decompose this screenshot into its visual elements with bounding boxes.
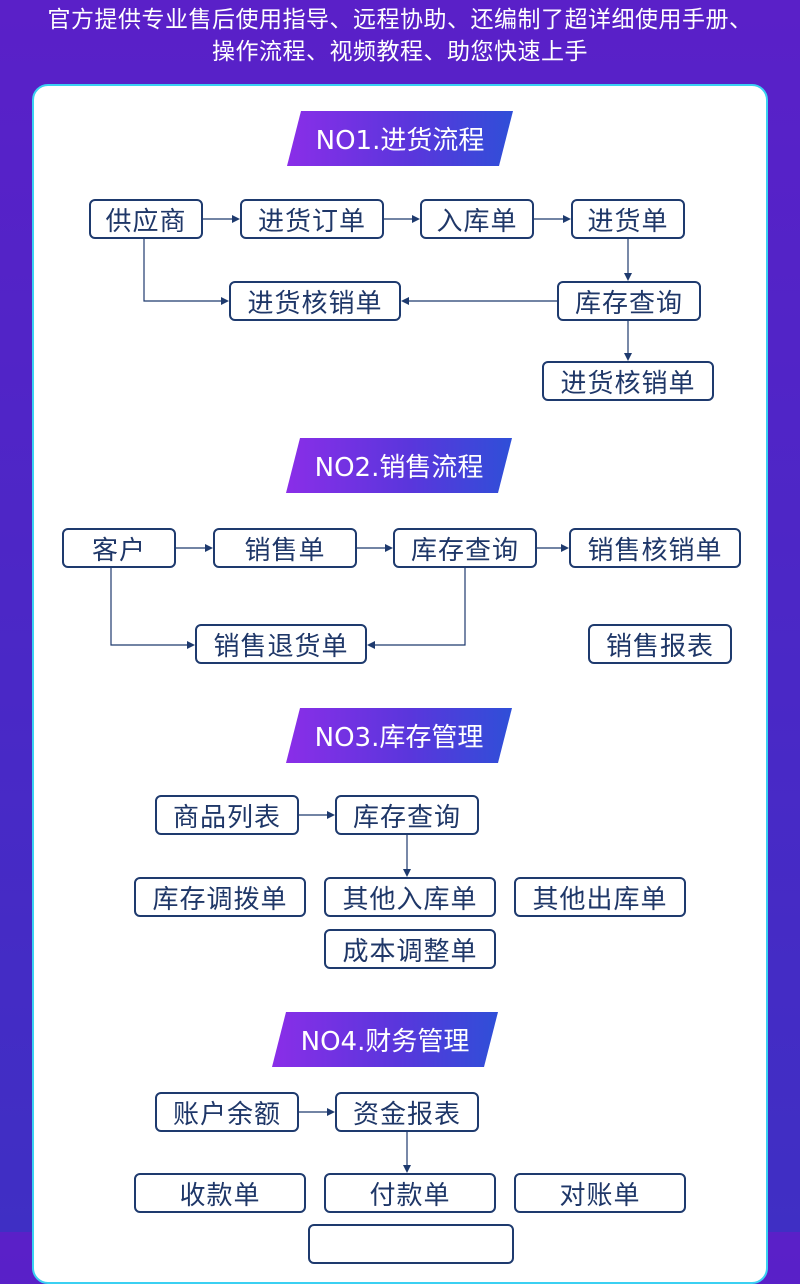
node-inbound-order: 入库单 <box>420 199 534 239</box>
node-account-balance: 账户余额 <box>155 1092 299 1132</box>
node-receipt: 收款单 <box>134 1173 306 1213</box>
node-reconciliation: 对账单 <box>514 1173 686 1213</box>
node-inventory-query-1: 库存查询 <box>557 281 701 321</box>
intro-line-2: 操作流程、视频教程、助您快速上手 <box>212 39 588 65</box>
node-purchase-writeoff-2: 进货核销单 <box>542 361 714 401</box>
node-sales-order: 销售单 <box>213 528 357 568</box>
node-sales-writeoff: 销售核销单 <box>569 528 741 568</box>
node-product-list: 商品列表 <box>155 795 299 835</box>
node-inventory-query-2: 库存查询 <box>393 528 537 568</box>
node-fund-report: 资金报表 <box>335 1092 479 1132</box>
intro-line-1: 官方提供专业售后使用指导、远程协助、还编制了超详细使用手册、 <box>47 7 753 33</box>
node-payment: 付款单 <box>324 1173 496 1213</box>
node-sales-report: 销售报表 <box>588 624 732 664</box>
node-purchase-writeoff-1: 进货核销单 <box>229 281 401 321</box>
node-inventory-query-3: 库存查询 <box>335 795 479 835</box>
node-cost-adjust: 成本调整单 <box>324 929 496 969</box>
node-sales-return: 销售退货单 <box>195 624 367 664</box>
node-purchase-receipt: 进货单 <box>571 199 685 239</box>
node-purchase-order: 进货订单 <box>240 199 384 239</box>
section-title-purchase: NO1.进货流程 <box>287 111 513 166</box>
node-supplier: 供应商 <box>89 199 203 239</box>
node-cut-off <box>308 1224 514 1264</box>
node-other-outbound: 其他出库单 <box>514 877 686 917</box>
intro-text: 官方提供专业售后使用指导、远程协助、还编制了超详细使用手册、 操作流程、视频教程… <box>0 4 800 68</box>
node-transfer-order: 库存调拨单 <box>134 877 306 917</box>
section-title-finance: NO4.财务管理 <box>272 1012 498 1067</box>
node-customer: 客户 <box>62 528 176 568</box>
node-other-inbound: 其他入库单 <box>324 877 496 917</box>
section-title-sales: NO2.销售流程 <box>286 438 512 493</box>
section-title-inventory: NO3.库存管理 <box>286 708 512 763</box>
